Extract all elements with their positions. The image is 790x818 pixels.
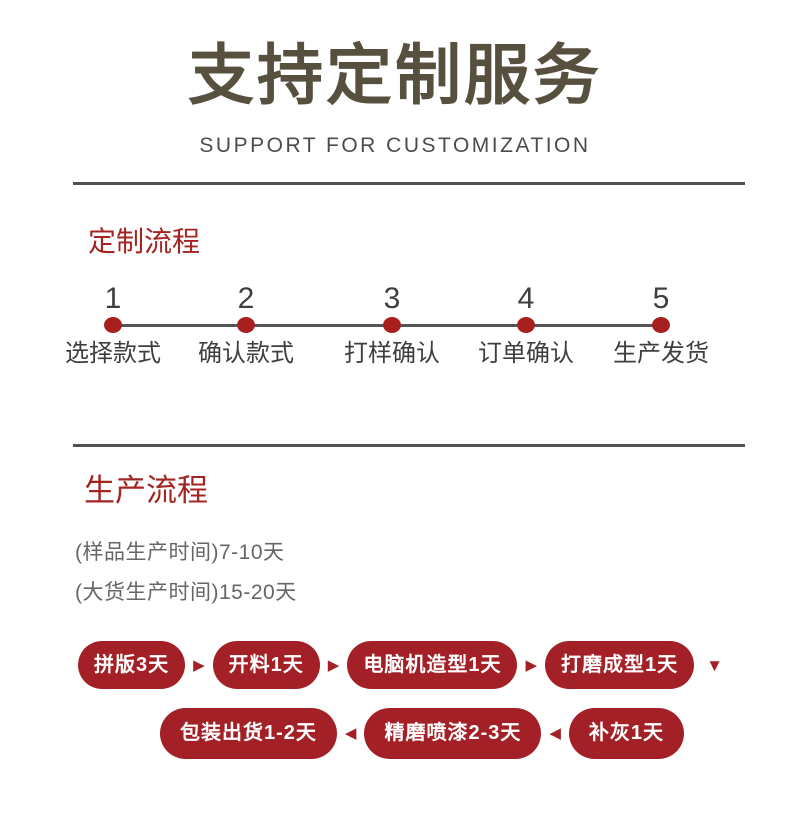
step-number: 2 xyxy=(237,282,255,315)
production-flow-row-2: 包装出货1-2天 ◀ 精磨喷漆2-3天 ◀ 补灰1天 xyxy=(160,708,790,759)
bulk-production-time: (大货生产时间)15-20天 xyxy=(75,581,297,604)
arrow-left-icon: ◀ xyxy=(344,725,357,742)
page-subtitle: SUPPORT FOR CUSTOMIZATION xyxy=(199,134,591,157)
timeline-dot-icon xyxy=(237,317,255,333)
step-number: 5 xyxy=(652,282,670,315)
timeline-step: 5 生产发货 xyxy=(591,282,731,368)
step-label: 生产发货 xyxy=(613,340,709,367)
step-label: 选择款式 xyxy=(65,340,161,367)
flow-step-cnc-shaping: 电脑机造型1天 xyxy=(347,641,518,689)
custom-process-timeline: 1 选择款式 2 确认款式 3 打样确认 4 订单确认 5 生产发货 xyxy=(0,282,790,374)
step-number: 1 xyxy=(104,282,122,315)
step-label: 订单确认 xyxy=(478,340,574,367)
arrow-down-icon: ▼ xyxy=(706,655,723,675)
timeline-dot-icon xyxy=(652,317,670,333)
production-flow-row-1: 拼版3天 ▶ 开料1天 ▶ 电脑机造型1天 ▶ 打磨成型1天 ▼ xyxy=(78,641,790,689)
flow-step-fine-polish-paint: 精磨喷漆2-3天 xyxy=(364,708,542,759)
flow-step-packing: 包装出货1-2天 xyxy=(160,708,337,759)
custom-process-heading: 定制流程 xyxy=(88,226,201,257)
sample-production-time: (样品生产时间)7-10天 xyxy=(75,541,285,564)
flow-step-sanding: 打磨成型1天 xyxy=(545,641,695,689)
step-number: 4 xyxy=(517,282,535,315)
timeline-step: 2 确认款式 xyxy=(176,282,316,368)
section-divider xyxy=(73,182,745,185)
page-title: 支持定制服务 xyxy=(188,38,602,112)
arrow-left-icon: ◀ xyxy=(549,725,561,742)
timeline-dot-icon xyxy=(517,317,535,333)
flow-step-pinban: 拼版3天 xyxy=(78,641,186,689)
timeline-dot-icon xyxy=(104,317,122,333)
timeline-step: 3 打样确认 xyxy=(322,282,462,368)
timeline-step: 4 订单确认 xyxy=(456,282,596,368)
arrow-right-icon: ▶ xyxy=(193,656,205,674)
production-times: (样品生产时间)7-10天 (大货生产时间)15-20天 xyxy=(75,533,790,613)
flow-step-filling: 补灰1天 xyxy=(568,708,685,759)
section-divider xyxy=(73,444,745,447)
timeline-step: 1 选择款式 xyxy=(43,282,183,368)
flow-step-kailiao: 开料1天 xyxy=(212,641,320,689)
arrow-right-icon: ▶ xyxy=(525,656,538,674)
timeline-dot-icon xyxy=(383,317,401,333)
step-number: 3 xyxy=(383,282,401,315)
arrow-right-icon: ▶ xyxy=(327,656,340,674)
production-process-heading: 生产流程 xyxy=(84,473,208,508)
step-label: 打样确认 xyxy=(344,340,440,367)
step-label: 确认款式 xyxy=(198,340,294,367)
